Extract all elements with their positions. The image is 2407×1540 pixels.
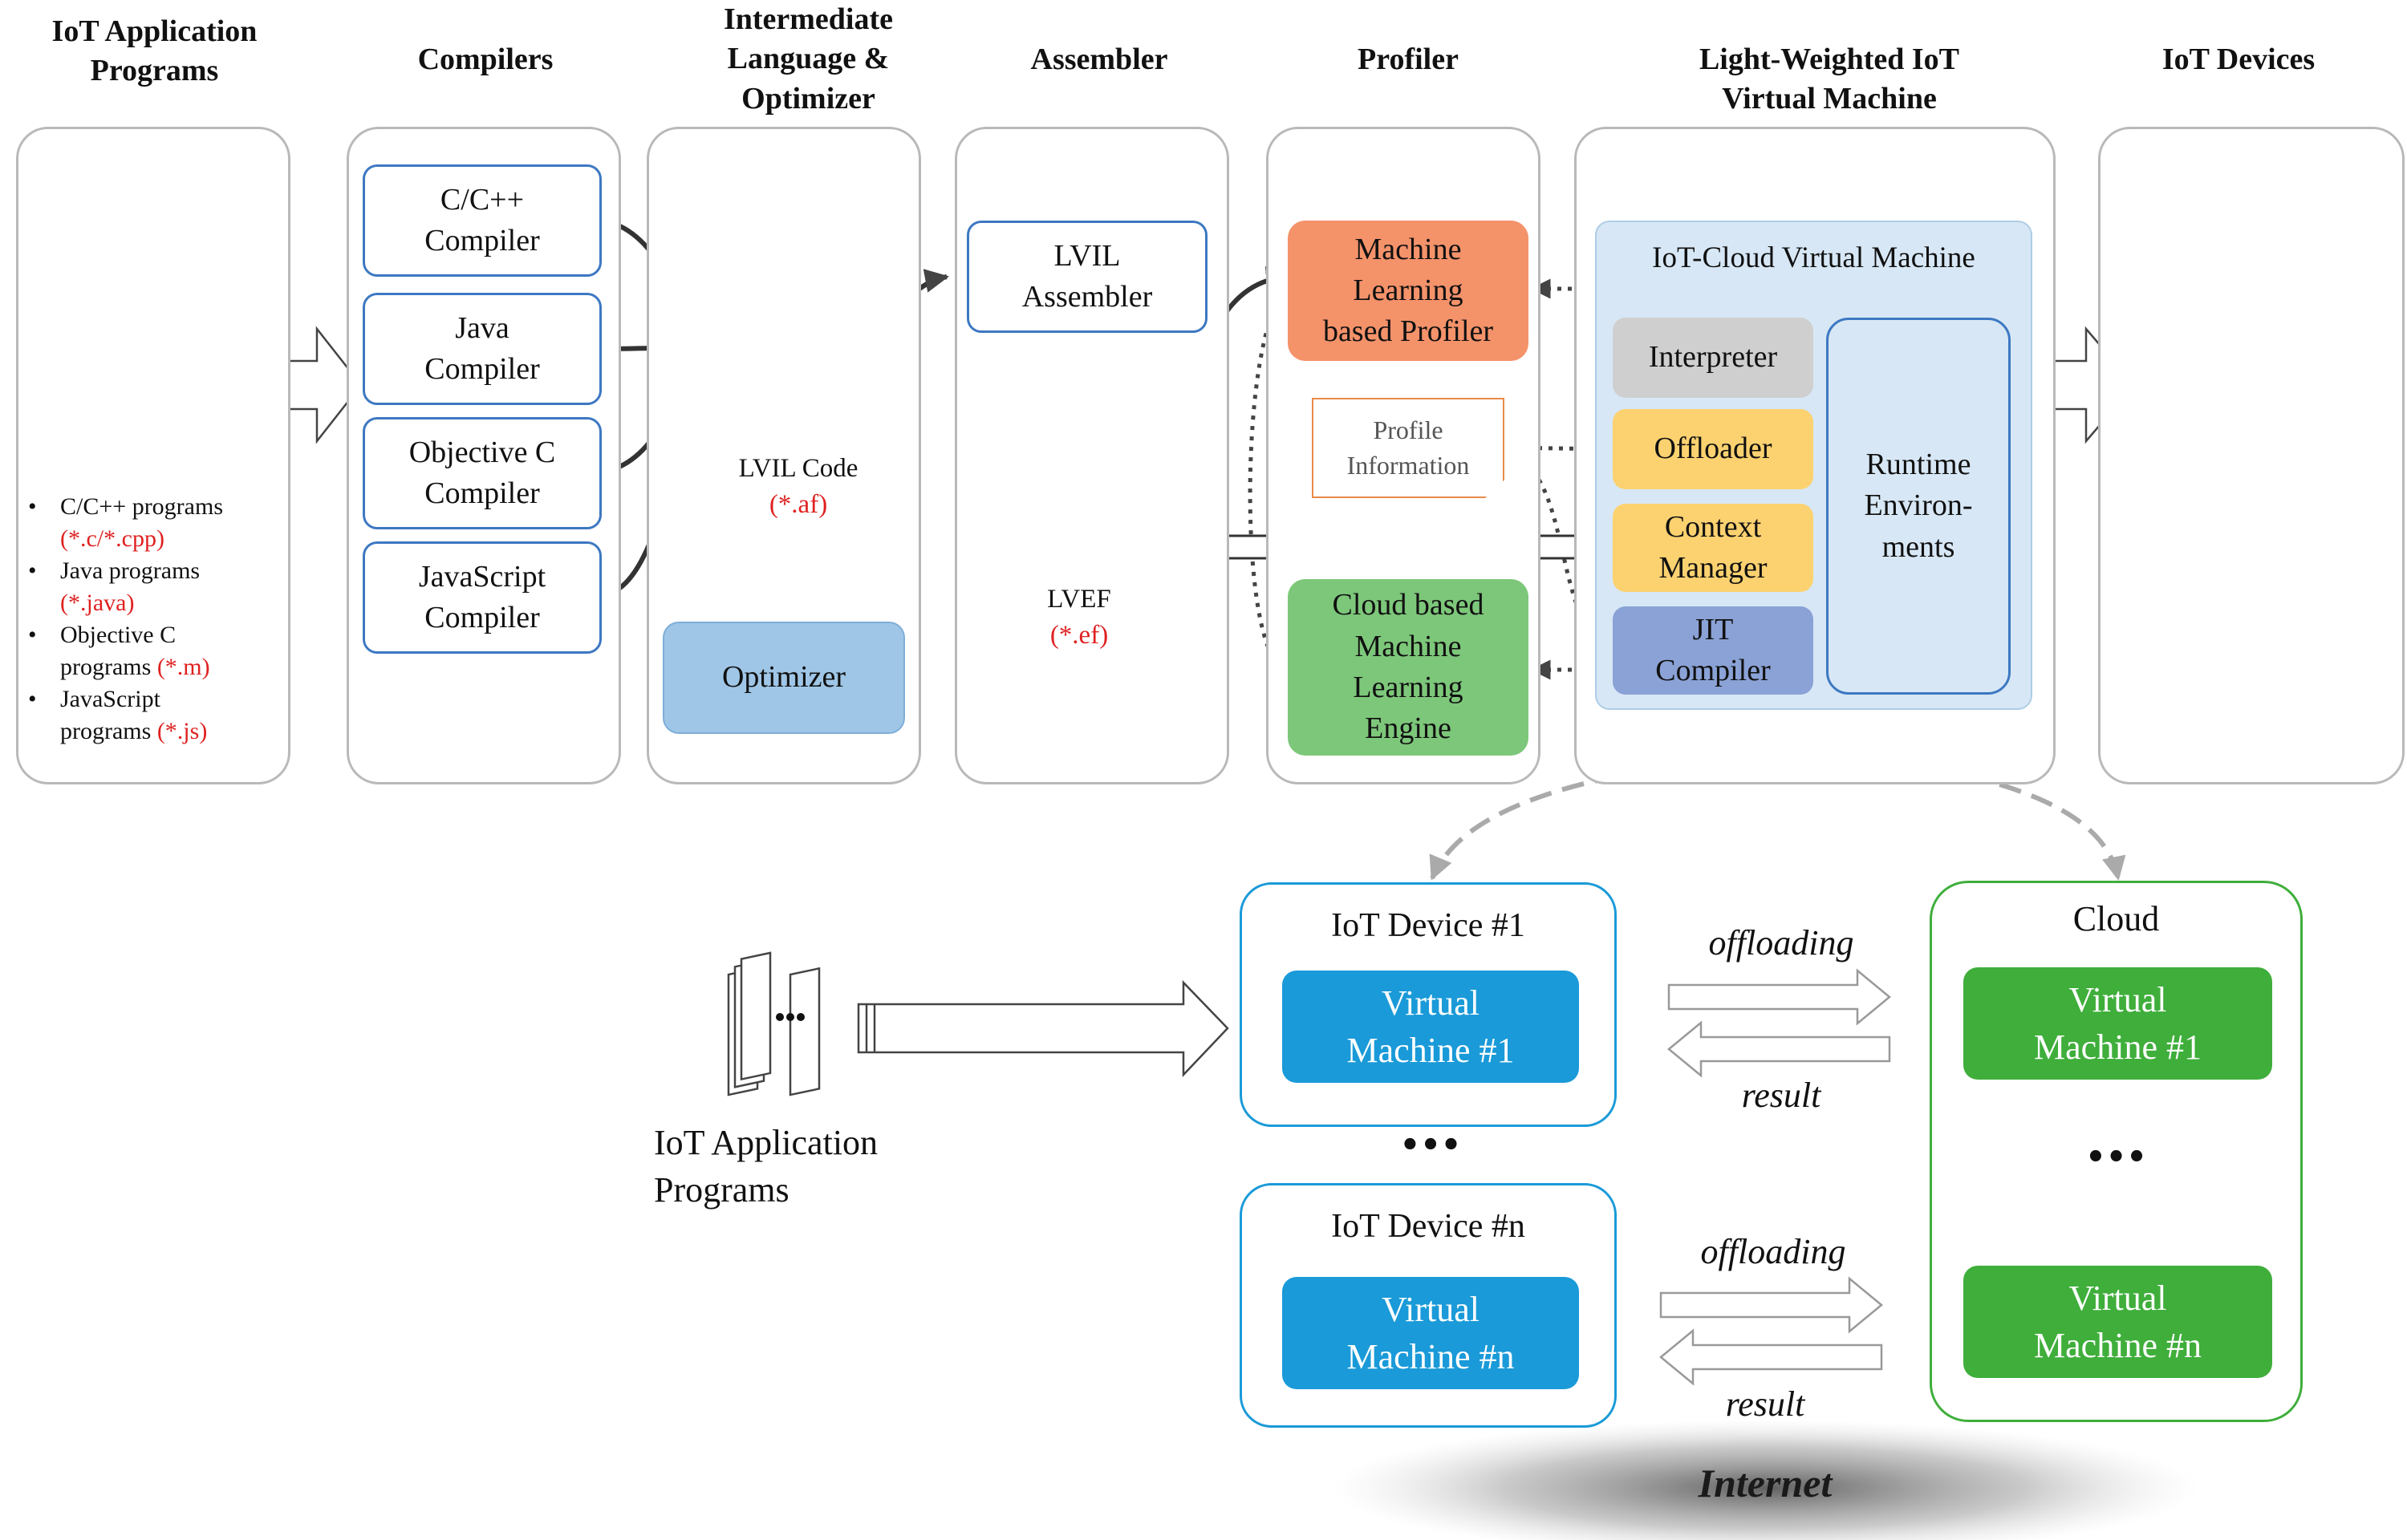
result-arrow-1 (1667, 1020, 1891, 1078)
c-cpp-compiler-box: C/C++ Compiler (363, 164, 602, 277)
program-item-java: Java programs (*.java) (60, 557, 201, 616)
header-intermediate: Intermediate Language & Optimizer (723, 2, 894, 116)
header-iot-app-programs: IoT Application Programs (51, 14, 258, 88)
programs-to-device-arrow (857, 979, 1229, 1078)
header-profiler: Profiler (1358, 43, 1459, 76)
iot-device-n-title: IoT Device #n (1331, 1208, 1525, 1245)
result-arrow-n (1659, 1328, 1883, 1386)
profile-information-box: Profile Information (1312, 398, 1504, 498)
header-compilers: Compilers (417, 43, 554, 76)
panel-programs (16, 127, 290, 784)
bottom-ellipsis-dots (776, 1013, 805, 1021)
offloading-arrow-n (1659, 1276, 1883, 1334)
cloud-ml-engine-box: Cloud based Machine Learning Engine (1288, 579, 1528, 756)
device-n-vm-box: Virtual Machine #n (1282, 1277, 1579, 1389)
panel-compilers (347, 127, 621, 784)
cloud-ellipsis: ••• (2085, 1139, 2147, 1176)
jit-compiler-box: JIT Compiler (1613, 606, 1813, 695)
context-manager-box: Context Manager (1613, 504, 1813, 592)
result-label-n: result (1725, 1384, 1805, 1424)
header-iot-devices: IoT Devices (2161, 43, 2316, 76)
cloud-title: Cloud (2072, 899, 2160, 938)
internet-label: Internet (1698, 1461, 1833, 1506)
vm-title: IoT-Cloud Virtual Machine (1652, 241, 1975, 274)
offloader-box: Offloader (1613, 409, 1813, 489)
program-item-js: JavaScript programs (*.js) (60, 686, 208, 744)
java-compiler-box: Java Compiler (363, 293, 602, 405)
result-label-1: result (1741, 1076, 1821, 1115)
ml-based-profiler-box: Machine Learning based Profiler (1288, 221, 1528, 361)
device-1-vm-box: Virtual Machine #1 (1282, 971, 1579, 1083)
program-item-c: C/C++ programs (*.c/*.cpp) (60, 493, 223, 552)
javascript-compiler-box: JavaScript Compiler (363, 541, 602, 654)
offloading-label-1: offloading (1708, 923, 1854, 962)
offloading-arrow-1 (1667, 968, 1891, 1026)
cloud-vm-1-box: Virtual Machine #1 (1963, 967, 2272, 1080)
bottom-iot-app-programs-label: IoT Application Programs (654, 1123, 879, 1210)
header-assembler: Assembler (1030, 43, 1168, 76)
objective-c-compiler-box: Objective C Compiler (363, 417, 602, 529)
device-ellipsis: ••• (1399, 1127, 1462, 1164)
lvef-label: LVEF (*.ef) (1047, 585, 1111, 650)
offloading-label-n: offloading (1700, 1232, 1846, 1271)
runtime-environments-box: Runtime Environ- ments (1826, 318, 2011, 695)
lvil-code-label: LVIL Code (*.af) (738, 454, 858, 519)
bottom-program-documents-icon (727, 951, 821, 1096)
internet-cloud-shadow (1332, 1420, 2198, 1540)
panel-iot-devices (2098, 127, 2405, 784)
program-item-objc: Objective C programs (*.m) (60, 622, 210, 680)
iot-device-1-panel (1240, 882, 1617, 1127)
cloud-panel (1930, 881, 2303, 1422)
panel-assembler (955, 127, 1229, 784)
cloud-ml-to-profiler-arrow (1248, 290, 1290, 672)
interpreter-box: Interpreter (1613, 318, 1813, 398)
iot-device-n-panel (1240, 1183, 1617, 1428)
header-light-vm: Light-Weighted IoT Virtual Machine (1699, 43, 1960, 116)
lvil-assembler-box: LVIL Assembler (967, 221, 1208, 333)
optimizer-box: Optimizer (663, 622, 905, 734)
iot-device-1-title: IoT Device #1 (1331, 907, 1525, 944)
cloud-vm-n-box: Virtual Machine #n (1963, 1266, 2272, 1378)
